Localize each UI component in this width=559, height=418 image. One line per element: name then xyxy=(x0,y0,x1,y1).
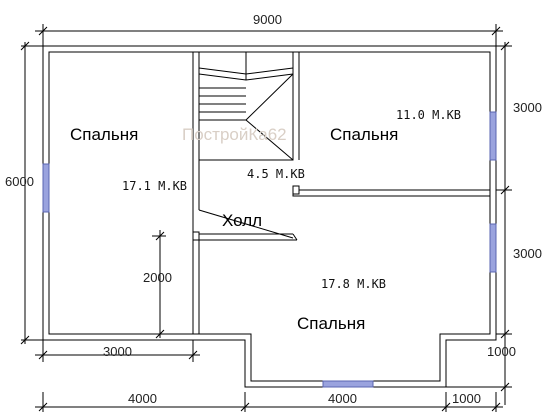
windows xyxy=(42,111,497,388)
hall-diagonal-wall xyxy=(198,209,294,239)
partition-right-bedroom xyxy=(292,189,490,197)
window-left xyxy=(42,163,50,213)
partition-bottom-bedroom xyxy=(193,233,298,241)
watermark: ПостройКа62 xyxy=(182,125,287,144)
room-area-bedroom-right: 11.0 М.КВ xyxy=(396,108,461,122)
room-area-stair: 4.5 М.КВ xyxy=(247,167,305,181)
dim-right-lower: 3000 xyxy=(513,246,542,261)
dimension-lines xyxy=(20,24,512,412)
outer-wall-inner xyxy=(48,51,491,382)
room-area-bedroom-bottom: 17.8 М.КВ xyxy=(321,277,386,291)
dim-bottom-right: 1000 xyxy=(452,391,481,406)
dim-right-bay: 1000 xyxy=(487,344,516,359)
room-name-bedroom-left: Спальня xyxy=(70,125,138,144)
dim-top: 9000 xyxy=(253,12,282,27)
dim-bottom-middle: 4000 xyxy=(328,391,357,406)
dim-bottom-left-inner: 3000 xyxy=(103,344,132,359)
window-right-upper xyxy=(489,111,497,161)
dim-right-upper: 3000 xyxy=(513,100,542,115)
dim-inner-height: 2000 xyxy=(143,270,172,285)
room-area-bedroom-left: 17.1 М.КВ xyxy=(122,179,187,193)
door-stubs xyxy=(192,185,300,241)
dim-left: 6000 xyxy=(5,174,34,189)
staircase xyxy=(198,51,294,161)
partition-left xyxy=(192,52,200,334)
room-name-bedroom-bottom: Спальня xyxy=(297,314,365,333)
window-bottom xyxy=(322,380,374,388)
dim-bottom-left: 4000 xyxy=(128,391,157,406)
window-right-lower xyxy=(489,223,497,273)
room-name-bedroom-right: Спальня xyxy=(330,125,398,144)
room-name-hall: Холл xyxy=(222,211,262,230)
partition-stair-right xyxy=(292,52,300,160)
